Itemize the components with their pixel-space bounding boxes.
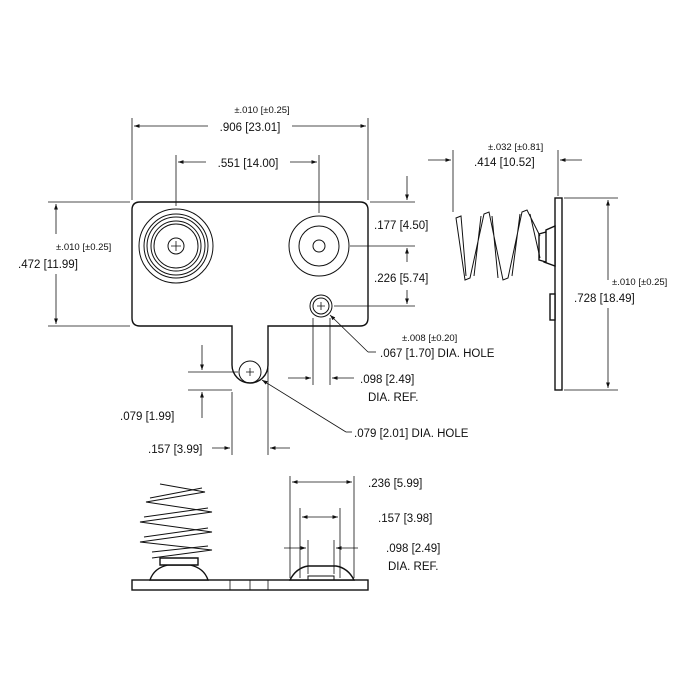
small-hole-icon [309,294,333,318]
overall-width-label: .906 [23.01] [220,122,281,134]
front-view-dimension-lines [284,476,358,578]
ref-dia-sub-label: DIA. REF. [368,392,418,404]
bump-inner-label: .157 [3.98] [378,513,432,525]
tab-offset-label: .079 [1.99] [120,411,174,423]
front-view-dimension-text: .236 [5.99] .157 [3.98] .098 [2.49] DIA.… [368,478,440,573]
overall-width-tolerance: ±.010 [±0.25] [234,105,289,116]
bump-ref-sub-label: DIA. REF. [388,561,438,573]
spring-contact-icon [138,208,214,284]
side-height-tolerance: ±.010 [±0.25] [612,277,667,288]
top-view-dimension-lines [48,118,415,455]
spring-depth-tolerance: ±.032 [±0.81] [488,142,543,153]
top-view-plate [131,201,369,384]
tab-hole-label: .079 [2.01] DIA. HOLE [354,428,469,440]
button-contact-icon [288,215,350,277]
side-view-part [455,197,563,391]
side-view-dimension-lines [428,150,618,391]
bump-ref-dia-label: .098 [2.49] [386,543,440,555]
center-to-hole-label: .226 [5.74] [374,273,428,285]
side-view-dimension-text: ±.032 [±0.81] .414 [10.52] ±.010 [±0.25]… [474,142,667,305]
side-height-label: .728 [18.49] [574,293,635,305]
front-view-part [131,483,369,591]
spring-depth-label: .414 [10.52] [474,157,535,169]
height-tolerance: ±.010 [±0.25] [56,242,111,253]
bump-width-label: .236 [5.99] [368,478,422,490]
contact-spacing-label: .551 [14.00] [218,158,279,170]
hole-tolerance: ±.008 [±0.20] [402,333,457,344]
ref-dia-label: .098 [2.49] [360,374,414,386]
top-to-center-label: .177 [4.50] [374,220,428,232]
top-view-dimension-text: ±.010 [±0.25] .906 [23.01] .551 [14.00] … [18,105,495,456]
small-hole-label: .067 [1.70] DIA. HOLE [380,348,495,360]
height-label: .472 [11.99] [18,259,78,271]
tab-hole-icon [238,360,262,384]
tab-width-label: .157 [3.99] [148,444,202,456]
